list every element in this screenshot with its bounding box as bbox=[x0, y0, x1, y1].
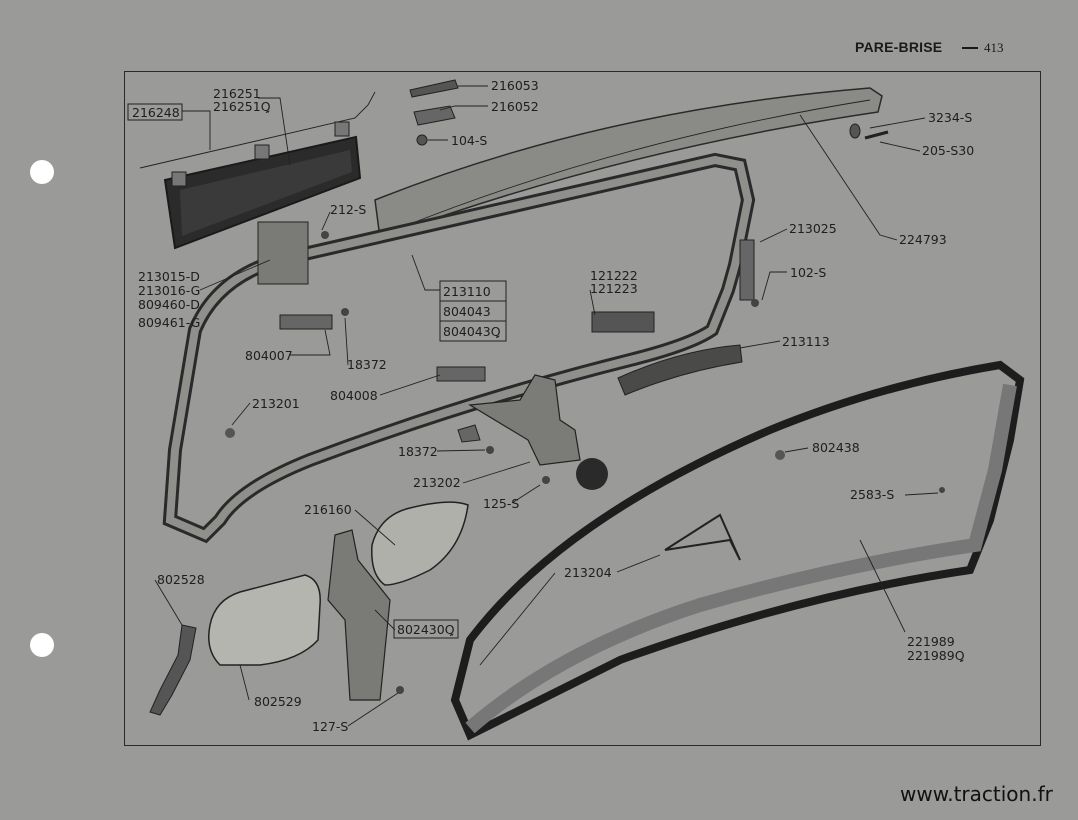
label-121223: 121223 bbox=[590, 281, 638, 296]
screws-top-right-drawing bbox=[849, 123, 889, 140]
windscreen-frame-drawing bbox=[162, 152, 756, 544]
box-213110-group bbox=[439, 280, 507, 342]
label-802528: 802528 bbox=[157, 572, 205, 587]
binder-hole-top bbox=[30, 160, 54, 184]
label-213201: 213201 bbox=[252, 396, 300, 411]
label-127-s: 127-S bbox=[312, 719, 348, 734]
clip-parts-drawing bbox=[409, 79, 459, 146]
label-802438: 802438 bbox=[812, 440, 860, 455]
label-213202: 213202 bbox=[413, 475, 461, 490]
mirror-glass-drawing bbox=[371, 501, 469, 586]
sun-visor-drawing bbox=[139, 91, 376, 250]
leader-lines bbox=[154, 85, 939, 727]
seal-strip-drawing bbox=[617, 344, 743, 396]
page-number: 413 bbox=[984, 40, 1004, 55]
label-213113: 213113 bbox=[782, 334, 830, 349]
label-802430-g: 802430Ꝗ bbox=[397, 622, 455, 637]
box-802430 bbox=[393, 619, 459, 639]
label-809460-d: 809460-D bbox=[138, 297, 200, 312]
mirror-bracket-drawing bbox=[327, 529, 391, 701]
label-102-s: 102-S bbox=[790, 265, 826, 280]
title-separator bbox=[962, 47, 978, 49]
box-216248 bbox=[127, 103, 183, 121]
label-221989: 221989 bbox=[907, 634, 955, 649]
small-screws-drawing bbox=[225, 231, 945, 694]
label-804007: 804007 bbox=[245, 348, 293, 363]
mirror-arm-drawing bbox=[149, 624, 197, 716]
label-213015-d: 213015-D bbox=[138, 269, 200, 284]
label-213110: 213110 bbox=[443, 284, 491, 299]
label-216248: 216248 bbox=[132, 105, 180, 120]
label-804043: 804043 bbox=[443, 304, 491, 319]
label-216251: 216251 bbox=[213, 86, 261, 101]
label-3234-s: 3234-S bbox=[928, 110, 972, 125]
label-224793: 224793 bbox=[899, 232, 947, 247]
label-121222: 121222 bbox=[590, 268, 638, 283]
diagram-frame bbox=[124, 71, 1041, 746]
label-804008: 804008 bbox=[330, 388, 378, 403]
label-212-s: 212-S bbox=[330, 202, 366, 217]
hinge-mechanism-drawing bbox=[457, 374, 608, 490]
label-18372-a: 18372 bbox=[347, 357, 387, 372]
mirror-802529-drawing bbox=[208, 574, 321, 666]
label-18372-b: 18372 bbox=[398, 444, 438, 459]
page-title: PARE-BRISE bbox=[855, 39, 943, 55]
top-strip-drawing bbox=[374, 87, 883, 240]
label-213016-g: 213016-G bbox=[138, 283, 200, 298]
binder-hole-bottom bbox=[30, 633, 54, 657]
label-802529: 802529 bbox=[254, 694, 302, 709]
label-216052: 216052 bbox=[491, 99, 539, 114]
watermark: www.traction.fr bbox=[900, 782, 1053, 806]
label-104-s: 104-S bbox=[451, 133, 487, 148]
label-216160: 216160 bbox=[304, 502, 352, 517]
label-213025: 213025 bbox=[789, 221, 837, 236]
label-221989-g: 221989Ꝗ bbox=[907, 648, 965, 663]
label-2583-s: 2583-S bbox=[850, 487, 894, 502]
label-216251-g: 216251Ꝗ bbox=[213, 99, 271, 114]
label-205-s30: 205-S30 bbox=[922, 143, 974, 158]
rubber-seal-drawing bbox=[450, 360, 1025, 741]
label-125-s: 125-S bbox=[483, 496, 519, 511]
label-216053: 216053 bbox=[491, 78, 539, 93]
clip-213204-drawing bbox=[664, 513, 741, 561]
label-809461-g: 809461-G bbox=[138, 315, 200, 330]
label-213204: 213204 bbox=[564, 565, 612, 580]
label-804043-g: 804043Ꝗ bbox=[443, 324, 501, 339]
